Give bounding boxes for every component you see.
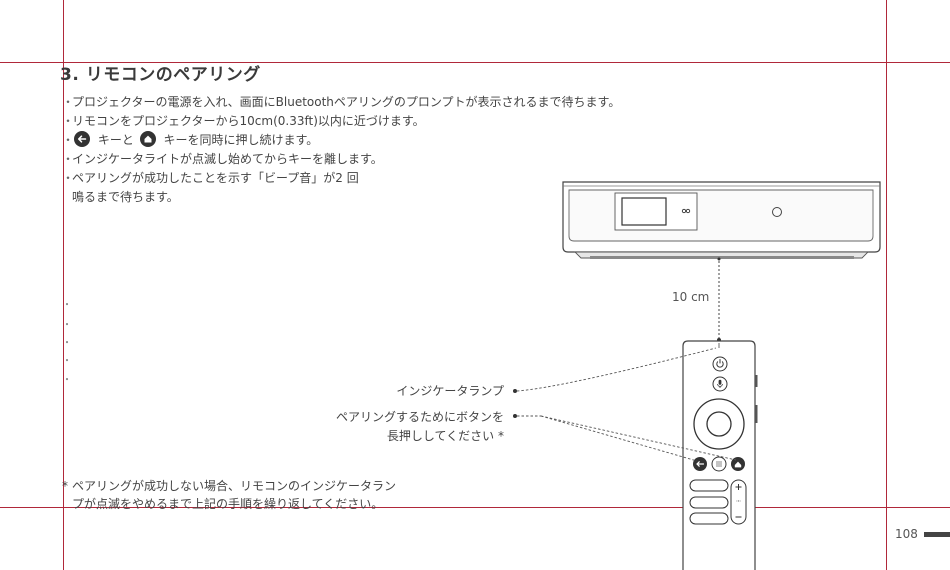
instruction-text: リモコンをプロジェクターから10cm(0.33ft)以内に近づけます。 <box>72 114 425 128</box>
indicator-lamp-label: インジケータランプ <box>396 384 504 398</box>
instruction-text: ペアリングが成功したことを示す「ビープ音」が2 回 <box>72 171 359 185</box>
remote-illustration <box>682 340 758 570</box>
footnote-marker: * <box>62 479 68 493</box>
empty-bullet-marker: ・ <box>62 338 72 349</box>
back-arrow-icon <box>74 131 90 147</box>
home-icon <box>139 131 156 147</box>
footnote: * ペアリングが成功しない場合、リモコンのインジケータラン プが点滅をやめるまで… <box>62 477 402 513</box>
bullet-marker: ・ <box>62 152 75 166</box>
crop-mark-top <box>0 62 950 63</box>
footnote-line2: プが点滅をやめるまで上記の手順を繰り返してください。 <box>72 497 384 511</box>
empty-bullet-marker: ・ <box>62 356 72 367</box>
instruction-item: ・ キーと キーを同時に押し続けます。 <box>62 131 662 150</box>
instruction-continuation: 鳴るまで待ちます。 <box>72 190 179 204</box>
instruction-item: ・ リモコンをプロジェクターから10cm(0.33ft)以内に近づけます。 <box>62 112 662 131</box>
instruction-list: ・ プロジェクターの電源を入れ、画面にBluetoothペアリングのプロンプトが… <box>62 93 662 207</box>
crop-mark-left <box>63 0 64 570</box>
bullet-marker: ・ <box>62 171 75 185</box>
bullet-marker: ・ <box>62 114 75 128</box>
instruction-text: インジケータライトが点滅し始めてからキーを離します。 <box>72 152 383 166</box>
bullet-marker: ・ <box>62 95 75 109</box>
projector-illustration <box>562 181 881 261</box>
instruction-text: プロジェクターの電源を入れ、画面にBluetoothペアリングのプロンプトが表示… <box>72 95 621 109</box>
press-buttons-label-line2: 長押ししてください * <box>386 429 504 443</box>
instruction-item: ・ ペアリングが成功したことを示す「ビープ音」が2 回 <box>62 169 662 188</box>
bullet-marker: ・ <box>62 133 75 147</box>
section-title: 3. リモコンのペアリング <box>60 65 261 85</box>
press-buttons-label-line1: ペアリングするためにボタンを <box>335 410 504 424</box>
page-number-bar <box>924 532 950 537</box>
press-buttons-label: ペアリングするためにボタンを 長押ししてください * <box>300 408 504 446</box>
instruction-item: ・ プロジェクターの電源を入れ、画面にBluetoothペアリングのプロンプトが… <box>62 93 662 112</box>
callout-leaders <box>513 347 737 462</box>
page-number: 108 <box>895 527 918 541</box>
crop-mark-bottom <box>0 507 950 508</box>
instruction-text: キーを同時に押し続けます。 <box>163 133 319 147</box>
empty-bullet-marker: ・ <box>62 300 72 311</box>
crop-mark-right <box>886 0 887 570</box>
distance-label: 10 cm <box>672 290 710 304</box>
footnote-line1: ペアリングが成功しない場合、リモコンのインジケータラン <box>72 479 397 493</box>
empty-bullet-marker: ・ <box>62 375 72 386</box>
instruction-text: キーと <box>97 133 134 147</box>
empty-bullet-marker: ・ <box>62 320 72 331</box>
instruction-item: ・ インジケータライトが点滅し始めてからキーを離します。 <box>62 150 662 169</box>
